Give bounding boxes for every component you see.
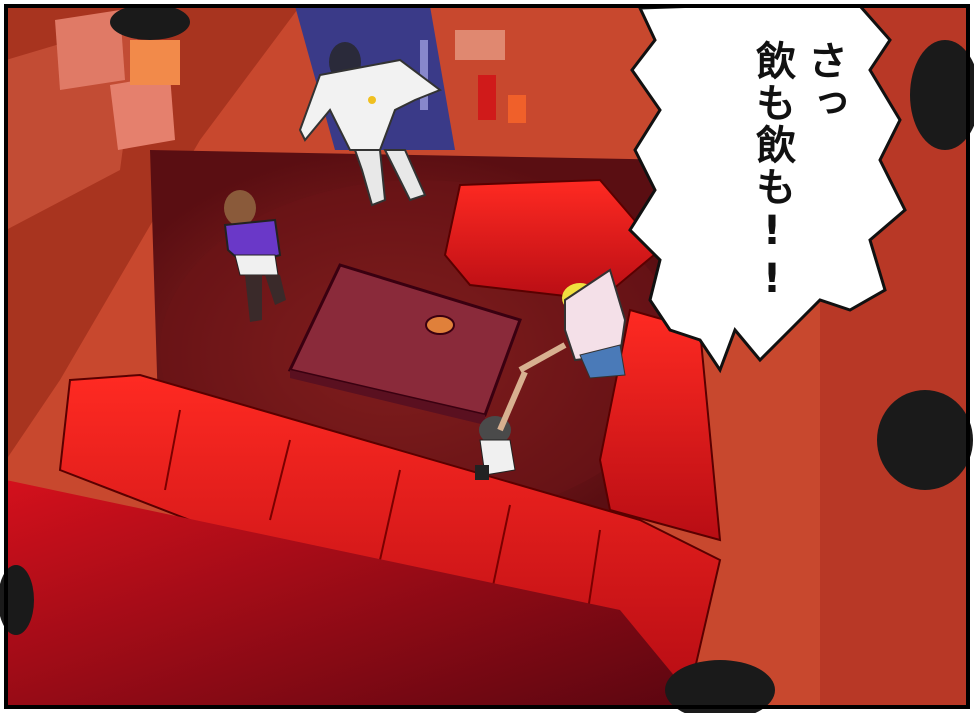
intercom-phone	[478, 75, 496, 120]
poster	[130, 40, 180, 85]
foreground-floor	[6, 480, 700, 707]
wall-sign	[455, 30, 505, 60]
man-in-white	[298, 42, 443, 207]
speech-bubble	[628, 4, 907, 374]
table-edge	[290, 370, 485, 425]
speech-line-2: 飲も飲も!!	[749, 40, 795, 304]
speaker	[665, 660, 775, 713]
door-handle	[420, 40, 428, 110]
speaker	[110, 4, 190, 40]
woman-in-purple	[223, 190, 286, 322]
speech-line-1: さっ	[801, 40, 847, 124]
wall-switch	[508, 95, 526, 123]
speaker	[0, 565, 34, 635]
ashtray	[425, 315, 455, 335]
poster	[110, 75, 175, 150]
woman-guest	[475, 370, 528, 480]
blond-man	[518, 268, 627, 379]
speaker	[877, 390, 973, 490]
panel-border	[4, 4, 970, 709]
speaker	[910, 40, 974, 150]
speech-text: さっ 飲も飲も!!	[700, 40, 850, 310]
poster	[55, 10, 125, 90]
